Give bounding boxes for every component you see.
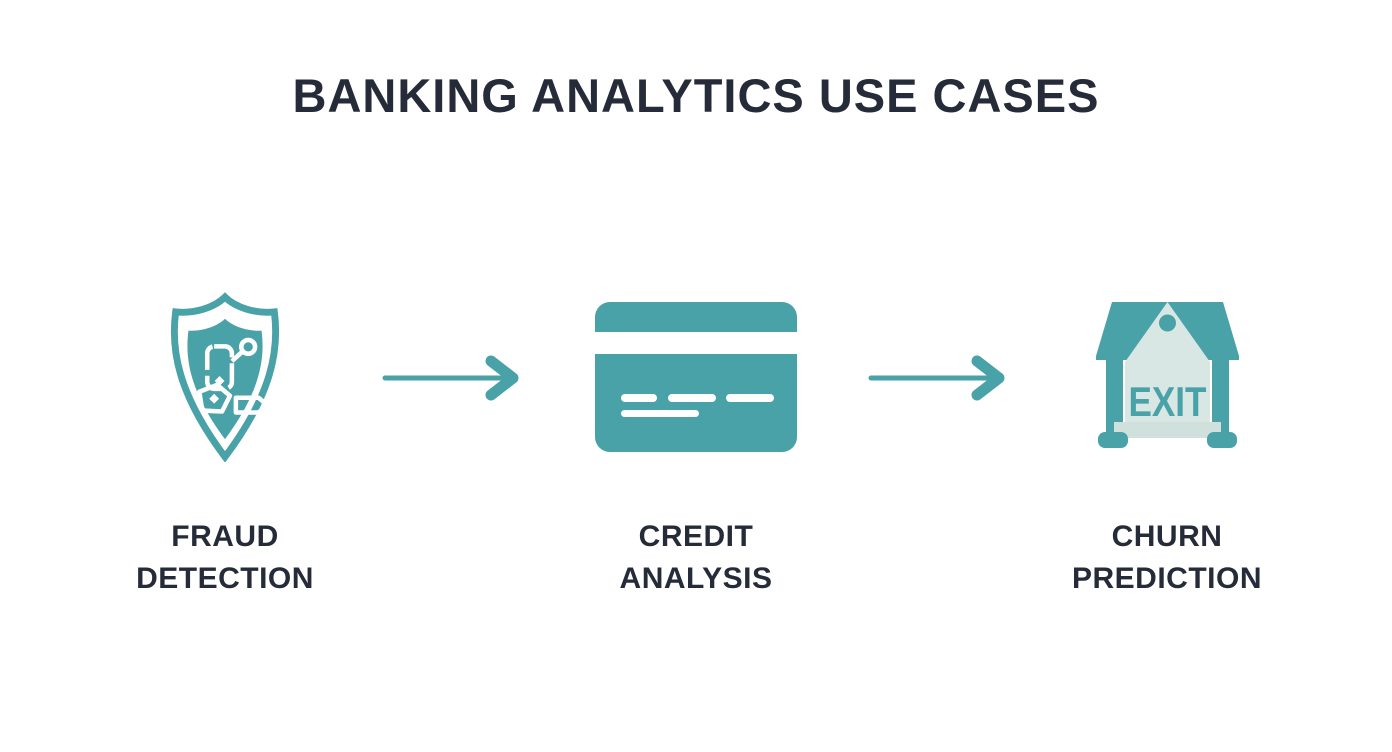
shield-fraud-icon [151, 292, 299, 462]
flow-arrow-icon [382, 355, 519, 401]
card-stripe [595, 332, 797, 354]
card-number-dashes [621, 394, 774, 417]
base-bar [1113, 422, 1221, 438]
use-case-churn-prediction: EXIT CHURN PREDICTION [997, 292, 1337, 600]
card-icon [595, 302, 797, 452]
fraud-detection-glyph [197, 337, 270, 415]
flow-arrow-icon [868, 355, 1005, 401]
page-title: BANKING ANALYTICS USE CASES [292, 69, 1100, 122]
use-case-label: CREDIT ANALYSIS [619, 520, 773, 595]
exit-tag-shape [1124, 302, 1210, 436]
exit-sign-icon: EXIT [1095, 302, 1239, 448]
use-case-label: FRAUD DETECTION [136, 520, 314, 595]
exit-text: EXIT [1128, 378, 1206, 425]
exit-door-icon: EXIT [1094, 292, 1241, 462]
use-case-label: CHURN PREDICTION [1071, 520, 1262, 595]
tag-hole [1158, 314, 1176, 332]
credit-card-icon [595, 292, 797, 462]
use-case-fraud-detection: FRAUD DETECTION [55, 292, 395, 600]
use-case-credit-analysis: CREDIT ANALYSIS [526, 292, 866, 600]
shield-icon [170, 292, 280, 462]
